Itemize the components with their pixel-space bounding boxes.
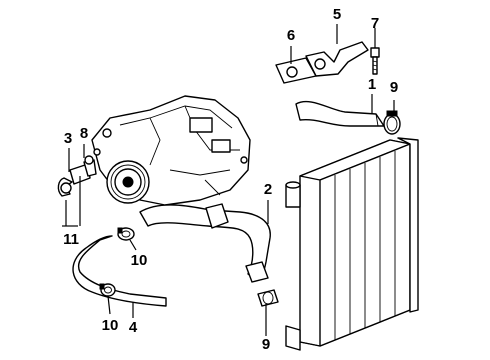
upper-radiator-hose (295, 100, 385, 127)
hose-clamp-lower (257, 289, 279, 307)
callout-1: 1 (367, 76, 377, 93)
bypass-hose-fitting (57, 155, 97, 197)
callout-3: 3 (63, 130, 73, 147)
leader-lines (62, 24, 395, 336)
callout-2: 2 (263, 181, 273, 198)
heater-hose-clamp-left (99, 283, 116, 297)
callout-9-bottom: 9 (261, 336, 271, 353)
radiator (285, 137, 419, 351)
callout-4: 4 (128, 319, 138, 336)
thermostat-gasket (275, 57, 317, 84)
callout-10-left: 10 (101, 317, 119, 334)
lower-radiator-hose (139, 203, 271, 283)
callout-10-right: 10 (130, 252, 148, 269)
hose-clamp-upper (383, 110, 401, 135)
callout-8: 8 (79, 125, 89, 142)
heater-hose-clamp-right (117, 227, 135, 241)
water-outlet-housing (305, 41, 369, 77)
callout-5: 5 (332, 6, 342, 23)
heater-hose (72, 235, 167, 307)
callout-6: 6 (286, 27, 296, 44)
callout-9-top: 9 (389, 79, 399, 96)
bolt (370, 47, 380, 75)
callout-11: 11 (63, 231, 79, 248)
callout-7: 7 (370, 15, 380, 32)
engine-water-pump (91, 95, 251, 206)
